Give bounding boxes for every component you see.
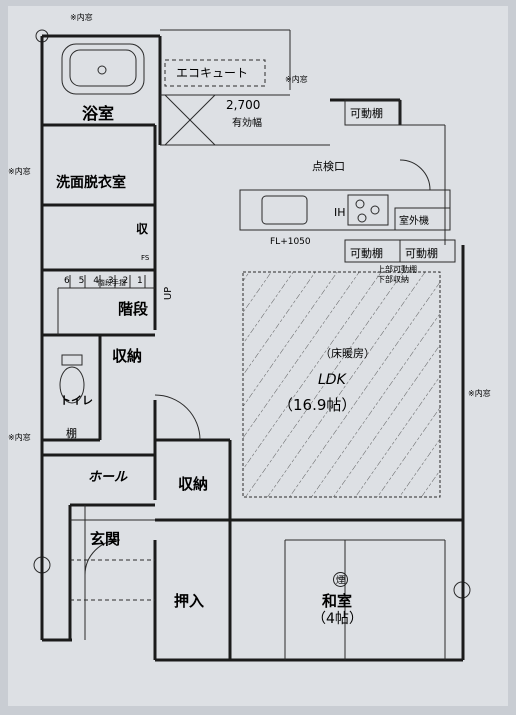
room-hall: ホール	[88, 470, 128, 485]
label-movable-shelf-2: 可動棚	[405, 247, 438, 260]
shelf-top	[344, 99, 401, 126]
shelf-2	[399, 239, 456, 263]
label-interior-window-2: ※内窓	[285, 75, 308, 84]
label-dim-note: 有効幅	[232, 118, 262, 129]
label-movable-shelf-top: 可動棚	[350, 107, 383, 120]
room-storage-2: 収納	[178, 475, 209, 493]
room-stairs: 階段	[118, 300, 149, 318]
room-bath: 浴室	[82, 104, 115, 123]
stair-number: 4	[93, 276, 99, 286]
label-interior-window-1: ※内窓	[70, 13, 93, 22]
stair-numbers: 6 5 4 3 2 1	[64, 276, 143, 286]
label-tana: 棚	[66, 427, 77, 440]
label-kitchen-storage: 収	[136, 222, 149, 236]
label-interior-window-3: ※内窓	[8, 167, 31, 176]
floor-heating-area	[242, 271, 441, 498]
bathtub-inner	[69, 49, 137, 87]
room-washroom: 洗面脱衣室	[56, 175, 126, 191]
label-movable-shelf-1: 可動棚	[350, 247, 383, 260]
label-ecocute: エコキュート	[176, 66, 249, 80]
label-ih: IH	[334, 206, 346, 219]
label-floor-heating: （床暖房）	[320, 347, 375, 360]
label-up: UP	[163, 286, 175, 301]
label-dim-value: 2,700	[226, 98, 261, 112]
door-swing	[84, 539, 121, 576]
stairs-lines	[57, 275, 155, 335]
outdoor-unit-box	[394, 207, 451, 231]
door-swing	[154, 394, 201, 441]
stair-number: 3	[107, 276, 114, 286]
room-washitsu-size: （4帖）	[312, 611, 363, 627]
label-outdoor-unit: 室外機	[399, 216, 429, 227]
toilet-bowl	[59, 366, 85, 404]
stair-number: 2	[122, 276, 129, 286]
ecocute-unit	[164, 59, 266, 87]
interior-walls	[42, 123, 463, 660]
stair-number: 6	[64, 276, 70, 286]
room-ldk-size: （16.9帖）	[278, 396, 357, 414]
label-interior-window-4: ※内窓	[468, 389, 491, 398]
sink	[261, 195, 308, 225]
bathtub	[61, 43, 145, 95]
door-swing	[399, 159, 431, 191]
smoke-detector: 煙	[333, 572, 349, 587]
label-inspection: 点検口	[312, 160, 345, 173]
room-toilet: トイレ	[60, 394, 93, 407]
label-upper-cabinet: 上部可動棚	[377, 265, 417, 274]
diag	[164, 94, 216, 146]
toilet-tank	[61, 354, 83, 366]
room-closet: 押入	[174, 592, 205, 610]
room-entrance: 玄関	[90, 530, 121, 548]
room-washitsu: 和室	[322, 592, 353, 610]
label-lower-cabinet: 下部収納	[377, 275, 409, 284]
stair-number: 1	[137, 276, 143, 286]
room-storage-1: 収納	[112, 347, 143, 365]
label-fs: FS	[141, 254, 150, 262]
room-ldk: LDK	[318, 372, 346, 388]
label-stair-handrail: 階段手摺	[98, 279, 126, 287]
ih-cooktop	[347, 194, 389, 226]
label-interior-window-5: ※内窓	[8, 433, 31, 442]
label-fl: FL+1050	[270, 237, 311, 247]
stair-number: 5	[78, 276, 85, 286]
drain	[97, 65, 107, 75]
